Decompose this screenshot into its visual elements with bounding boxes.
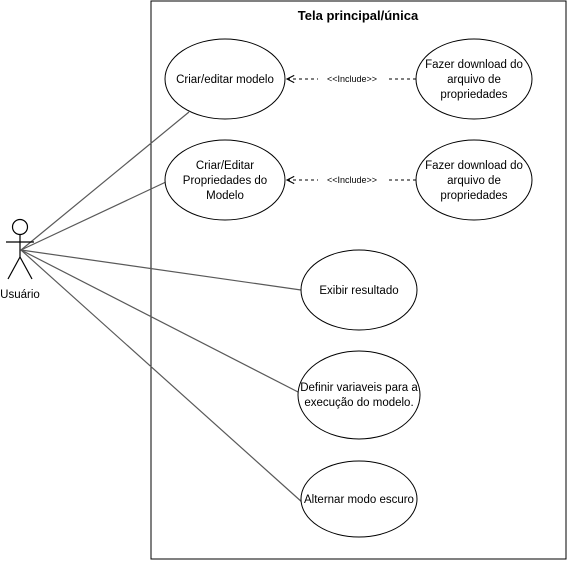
use-case-alternar-modo-escuro[interactable]: Alternar modo escuro (300, 460, 418, 538)
use-case-label: Definir variaveis para a (300, 382, 418, 394)
actor-label: Usuário (0, 289, 40, 301)
association-line (20, 249, 302, 291)
include-label: <<Include>> (327, 74, 377, 84)
association-line (20, 249, 304, 504)
use-case-label: Alternar modo escuro (304, 494, 414, 506)
use-case-label: Criar/Editar (196, 160, 254, 172)
associations (20, 111, 304, 504)
use-case-label: execução do modelo. (304, 397, 413, 409)
use-case-criar-editar-modelo[interactable]: Criar/editar modelo (164, 38, 286, 120)
use-case-label: Fazer download do (425, 59, 523, 71)
use-case-exibir-resultado[interactable]: Exibir resultado (300, 249, 418, 331)
use-case-label: arquivo de (447, 175, 501, 187)
use-case-download-arquivo-2[interactable]: Fazer download do arquivo de propriedade… (415, 139, 533, 221)
actor-stick-figure-icon (6, 218, 34, 280)
use-case-label: Modelo (206, 190, 244, 202)
use-case-criar-editar-propriedades[interactable]: Criar/Editar Propriedades do Modelo (164, 139, 286, 221)
use-case-label: propriedades (440, 89, 507, 101)
use-case-label: Criar/editar modelo (176, 74, 274, 86)
include-label-bg (318, 73, 386, 85)
association-line (20, 111, 190, 251)
association-line (20, 249, 301, 394)
use-case-label: arquivo de (447, 74, 501, 86)
system-boundary (150, 0, 567, 560)
system-title: Tela principal/única (298, 8, 419, 23)
include-label: <<Include>> (327, 175, 377, 185)
use-case-label: propriedades (440, 190, 507, 202)
use-case-label: Propriedades do (183, 175, 267, 187)
use-case-label: Exibir resultado (319, 285, 398, 297)
include-label-bg (318, 174, 386, 186)
association-line (20, 180, 169, 251)
use-case-download-arquivo-1[interactable]: Fazer download do arquivo de propriedade… (415, 38, 533, 120)
use-case-label: Fazer download do (425, 160, 523, 172)
use-case-definir-variaveis[interactable]: Definir variaveis para a execução do mod… (297, 350, 421, 440)
